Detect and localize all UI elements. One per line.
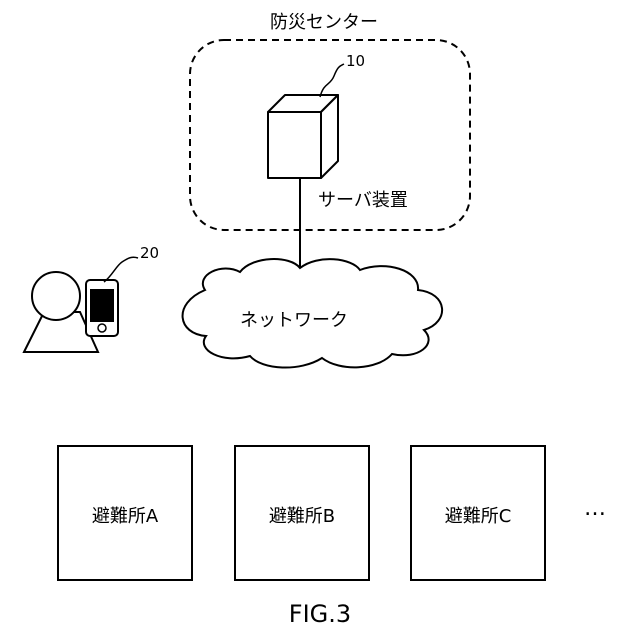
- user-ref-number: 20: [140, 244, 159, 262]
- server-icon: [268, 95, 338, 178]
- server-label: サーバ装置: [318, 186, 408, 212]
- shelter-label-c: 避難所C: [411, 502, 545, 528]
- center-label: 防災センター: [270, 8, 378, 34]
- network-label: ネットワーク: [240, 306, 348, 332]
- more-shelters-ellipsis: …: [584, 496, 606, 521]
- server-leader-line: [320, 64, 344, 97]
- shelter-label-b: 避難所B: [235, 502, 369, 528]
- smartphone-icon: [86, 280, 118, 336]
- user-leader-line: [104, 257, 138, 282]
- shelter-label-a: 避難所A: [58, 502, 192, 528]
- server-ref-number: 10: [346, 52, 365, 70]
- figure-caption: FIG.3: [250, 600, 390, 628]
